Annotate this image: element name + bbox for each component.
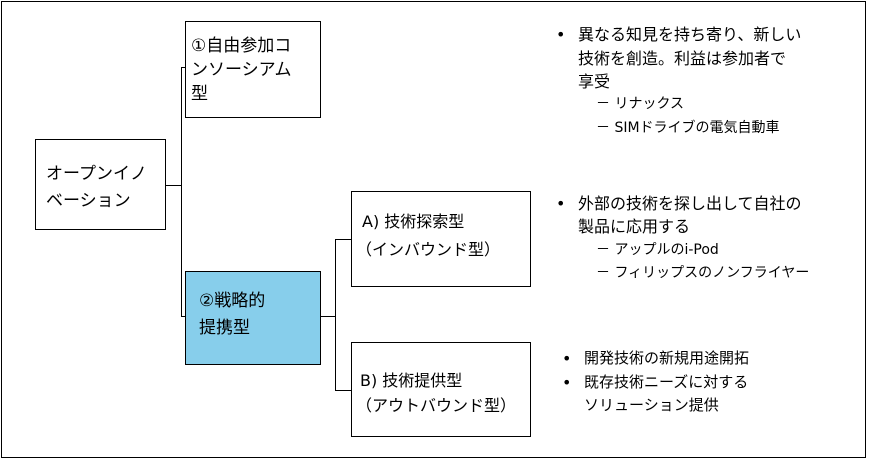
- desc-consortium-line3: 享受: [578, 72, 611, 91]
- connector-to-node2: [181, 316, 185, 317]
- desc-outbound-bullet1: •: [562, 349, 572, 368]
- desc-outbound-item2: 既存技術ニーズに対する: [584, 373, 749, 391]
- node-strategic-alliance-label-line2: 提携型: [199, 318, 250, 338]
- connector-to-nodeA: [335, 239, 351, 240]
- connector-node2-trunk: [321, 316, 335, 317]
- desc-outbound-bullet2: •: [562, 373, 572, 392]
- node-inbound-label-line2: （インバウンド型）: [356, 240, 501, 259]
- node-inbound-label-line1: A) 技術探索型: [362, 212, 465, 231]
- node-strategic-alliance-label-line1: ②戦略的: [199, 291, 266, 311]
- desc-consortium-line1: 異なる知見を持ち寄り、新しい: [578, 25, 802, 44]
- connector-to-nodeB: [335, 390, 351, 391]
- desc-outbound-item1: 開発技術の新規用途開拓: [584, 349, 750, 367]
- desc-consortium-example2: － SIMドライブの電気自動車: [596, 120, 780, 136]
- desc-inbound-example2: － フィリップスのノンフライヤー: [596, 265, 810, 281]
- node-consortium-label-line2: ンソーシアム: [191, 60, 292, 80]
- desc-consortium-line2: 技術を創造。利益は参加者で: [578, 49, 787, 68]
- node-inbound-box: A) 技術探索型 （インバウンド型）: [351, 191, 531, 287]
- node-outbound-box: B) 技術提供型 （アウトバウンド型）: [351, 342, 531, 437]
- desc-consortium-bullet: •: [556, 25, 566, 44]
- connector-vertical-main: [181, 67, 182, 317]
- node-consortium-label-line3: 型: [191, 84, 208, 104]
- node-consortium-box: ①自由参加コ ンソーシアム 型: [185, 21, 321, 118]
- node-outbound-label-line2: （アウトバウンド型）: [356, 396, 517, 415]
- connector-vertical-sub: [335, 239, 336, 391]
- desc-inbound-example1: － アップルのi-Pod: [596, 242, 719, 258]
- desc-consortium-example1: － リナックス: [596, 96, 685, 112]
- root-node-box: オープンイノ ベーション: [35, 139, 166, 230]
- connector-root-trunk: [165, 185, 181, 186]
- node-consortium-label-line1: ①自由参加コ: [191, 36, 292, 56]
- connector-to-node1: [181, 67, 185, 68]
- node-strategic-alliance-box: ②戦略的 提携型: [185, 271, 321, 365]
- root-node-label-line2: ベーション: [46, 191, 131, 211]
- desc-outbound-item2-cont: ソリューション提供: [584, 396, 719, 414]
- root-node-label-line1: オープンイノ: [46, 164, 147, 184]
- desc-inbound-line2: 製品に応用する: [578, 217, 691, 236]
- desc-inbound-bullet: •: [556, 194, 566, 213]
- desc-inbound-line1: 外部の技術を探し出して自社の: [578, 194, 802, 213]
- node-outbound-label-line1: B) 技術提供型: [360, 371, 463, 390]
